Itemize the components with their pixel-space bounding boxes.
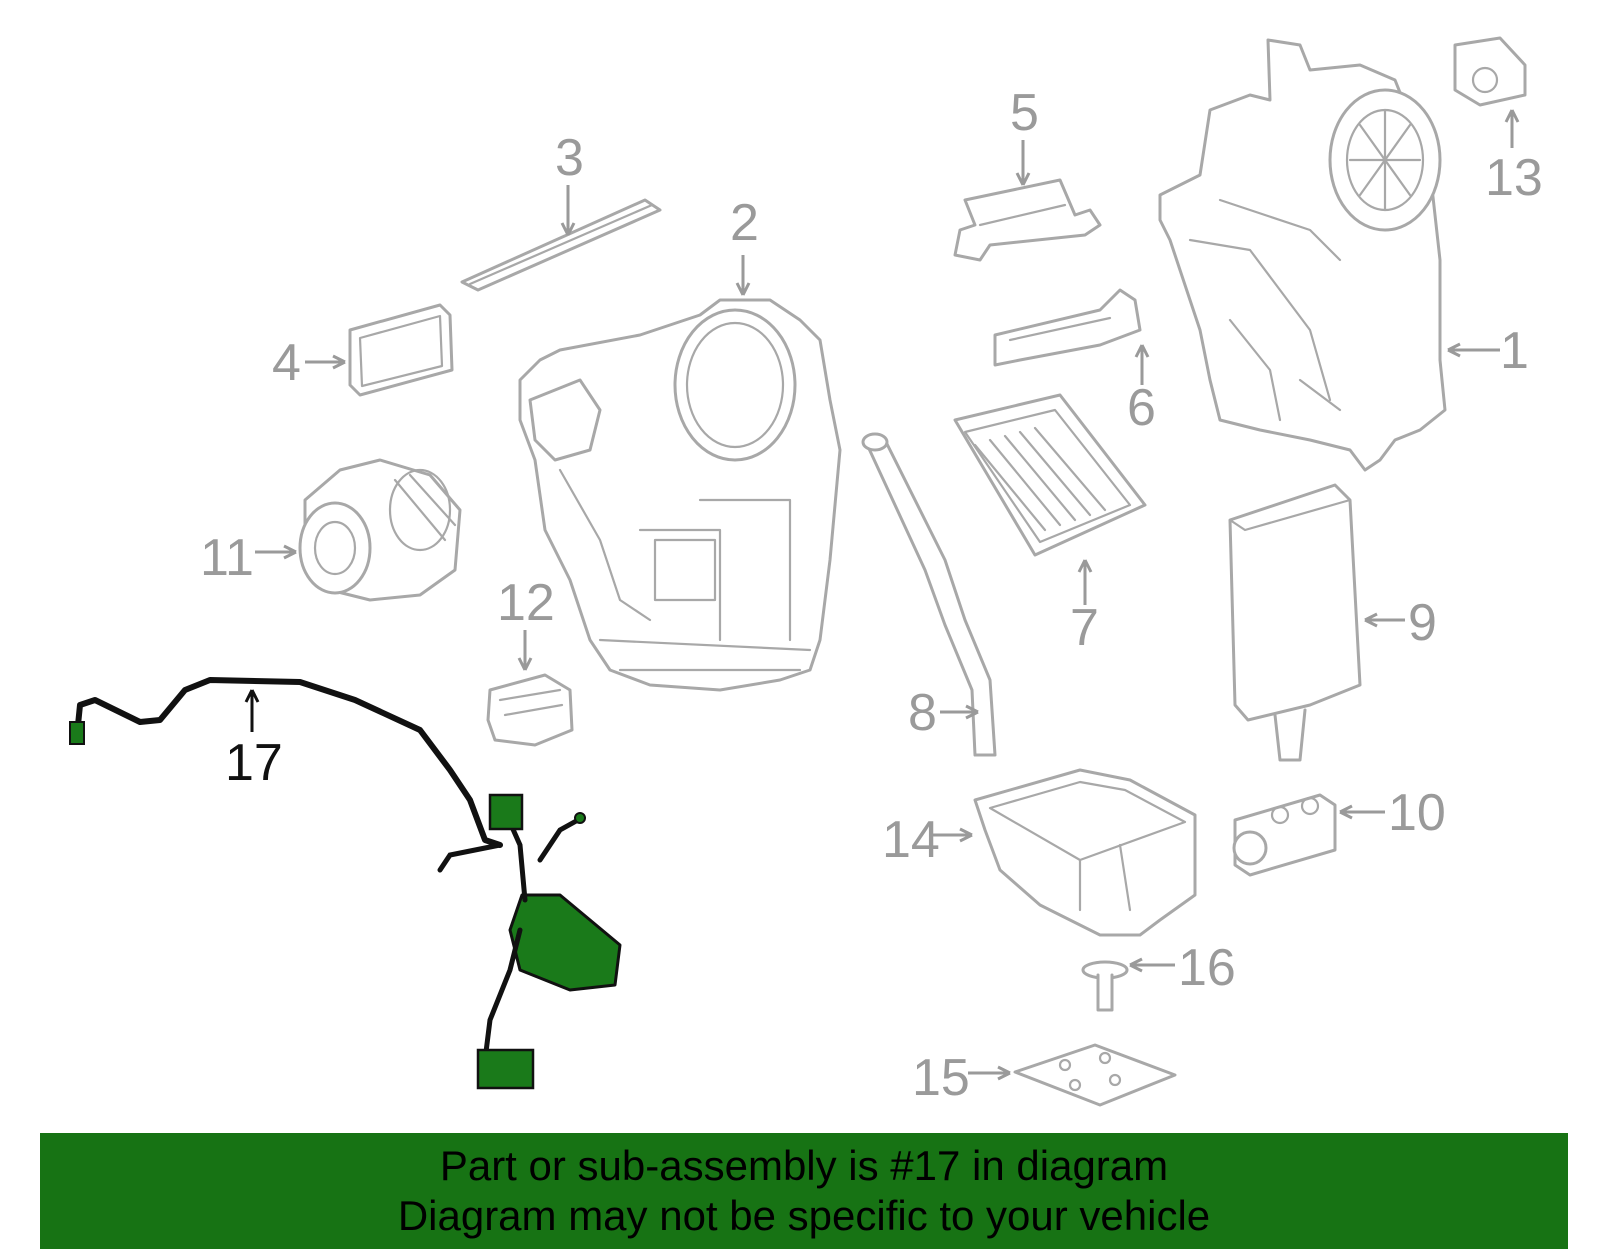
svg-text:6: 6 (1127, 379, 1156, 437)
part-2-hvac-case[interactable] (518, 298, 842, 692)
part-13-actuator[interactable] (1453, 36, 1527, 107)
part-10-expansion-valve[interactable] (1232, 793, 1337, 877)
callout-6: 6 (1127, 344, 1156, 437)
callout-7: 7 (1070, 559, 1099, 657)
callout-5: 5 (1010, 84, 1039, 186)
svg-text:9: 9 (1408, 594, 1437, 652)
callout-8: 8 (908, 684, 979, 742)
part-17-wiring-harness[interactable] (69, 677, 622, 1090)
callout-15: 15 (912, 1049, 1011, 1107)
part-1-housing[interactable] (1158, 38, 1447, 472)
callout-1: 1 (1447, 322, 1529, 380)
part-5-bracket[interactable] (953, 178, 1102, 262)
callout-9: 9 (1364, 594, 1437, 652)
callout-4: 4 (272, 334, 346, 392)
callout-12: 12 (497, 574, 555, 671)
callout-2: 2 (730, 194, 759, 296)
part-4-seal[interactable] (348, 303, 454, 397)
part-11-blower-motor[interactable] (298, 458, 462, 602)
svg-text:8: 8 (908, 684, 937, 742)
part-12-blower-resistor[interactable] (486, 673, 574, 747)
part-9-heater-core[interactable] (1228, 483, 1362, 762)
svg-text:13: 13 (1485, 149, 1543, 207)
part-6-bracket[interactable] (993, 288, 1142, 367)
callout-11: 11 (200, 529, 297, 587)
part-16-clip[interactable] (1081, 960, 1129, 1012)
svg-text:11: 11 (200, 529, 254, 587)
svg-text:17: 17 (225, 734, 283, 792)
caption-line-part-number: Part or sub-assembly is #17 in diagram (439, 1142, 1169, 1189)
svg-text:14: 14 (882, 811, 940, 869)
svg-text:12: 12 (497, 574, 555, 632)
callout-10: 10 (1339, 784, 1446, 842)
svg-text:4: 4 (272, 334, 301, 392)
svg-text:5: 5 (1010, 84, 1039, 142)
callout-3: 3 (555, 129, 584, 236)
svg-text:1: 1 (1500, 322, 1529, 380)
part-8-drain-tube[interactable] (861, 432, 997, 757)
svg-text:16: 16 (1178, 939, 1236, 997)
svg-text:3: 3 (555, 129, 584, 187)
callout-16: 16 (1129, 939, 1236, 997)
part-3-cabin-filter[interactable] (460, 198, 662, 292)
part-7-evaporator-core[interactable] (953, 393, 1147, 557)
caption-banner: Part or sub-assembly is #17 in diagram D… (40, 1133, 1568, 1249)
caption-line-disclaimer: Diagram may not be specific to your vehi… (397, 1192, 1211, 1239)
callout-14: 14 (882, 811, 973, 869)
svg-text:2: 2 (730, 194, 759, 252)
part-15-insulator-pad[interactable] (1013, 1043, 1177, 1107)
svg-text:10: 10 (1388, 784, 1446, 842)
svg-text:15: 15 (912, 1049, 970, 1107)
svg-text:7: 7 (1070, 599, 1099, 657)
callout-17: 17 (225, 689, 283, 792)
callout-13: 13 (1485, 109, 1543, 207)
part-14-drain-pan[interactable] (973, 768, 1197, 937)
